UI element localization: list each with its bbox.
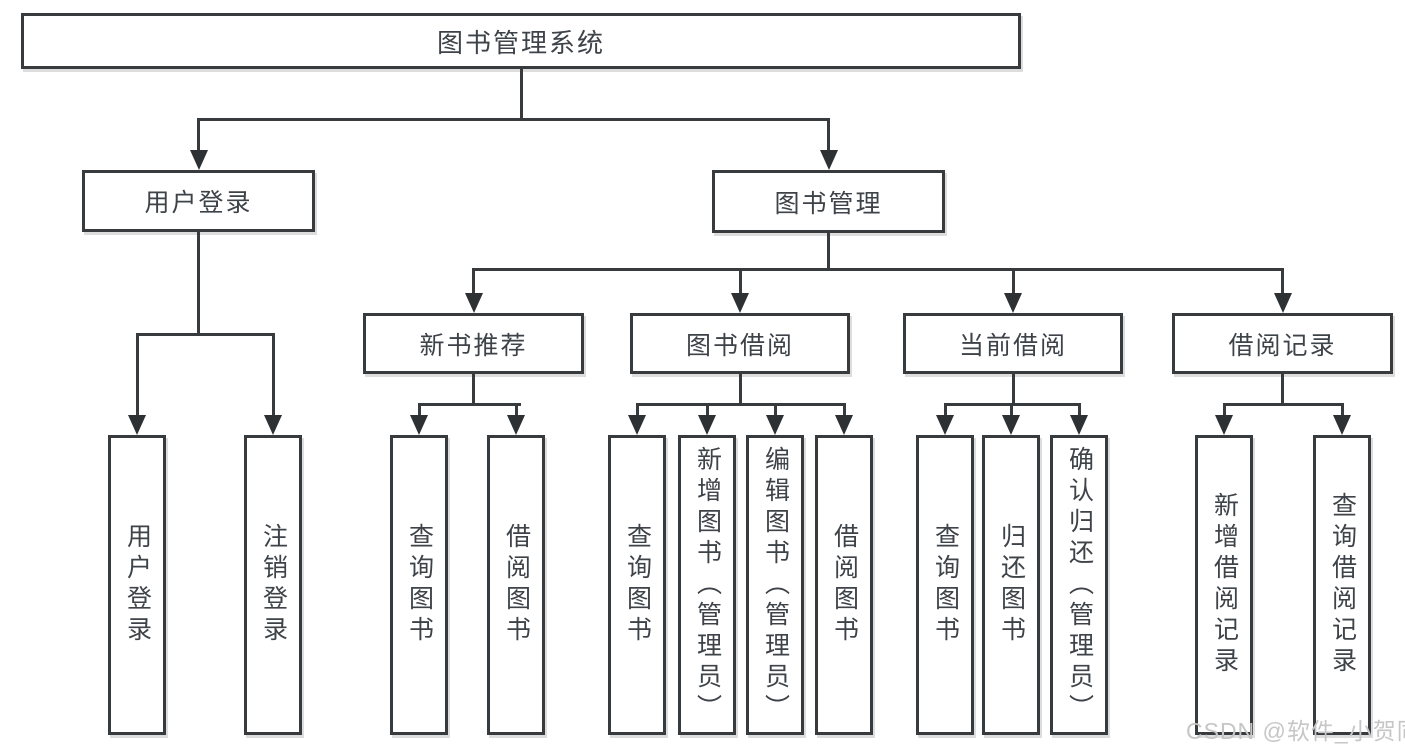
connector-line (635, 403, 846, 406)
connector-line (738, 268, 742, 295)
arrow-down-icon (936, 415, 954, 435)
arrow-down-icon (835, 415, 853, 435)
node-leaf-add-borrow-record: 新增借阅记录 (1195, 435, 1253, 735)
connector-line (1222, 403, 1344, 406)
node-label: 借阅记录 (1228, 331, 1337, 360)
connector-line (1011, 268, 1015, 295)
connector-line (271, 333, 275, 415)
arrow-down-icon (128, 415, 146, 435)
node-label: 注销登录 (259, 523, 288, 647)
arrow-down-icon (1004, 293, 1022, 313)
node-label: 用户登录 (123, 523, 152, 647)
arrow-down-icon (1215, 415, 1233, 435)
connector-line (472, 268, 1284, 271)
arrow-down-icon (264, 415, 282, 435)
node-label: 查询图书 (623, 523, 652, 647)
connector-line (197, 118, 830, 121)
node-label: 查询图书 (405, 523, 434, 647)
node-label: 新书推荐 (419, 331, 528, 360)
connector-line (197, 232, 200, 333)
node-label: 图书管理系统 (436, 27, 605, 58)
node-library-management-system: 图书管理系统 (21, 13, 1021, 69)
node-label: 新增图书（管理员） (693, 445, 722, 725)
node-leaf-query-book-current: 查询图书 (916, 435, 974, 735)
connector-line (1222, 403, 1226, 417)
connector-line (417, 403, 521, 406)
connector-line (842, 403, 846, 417)
node-leaf-borrow-book: 借阅图书 (815, 435, 873, 735)
node-leaf-query-book-recommend: 查询图书 (390, 435, 448, 735)
node-leaf-confirm-return-admin: 确认归还（管理员） (1050, 435, 1108, 735)
node-current-borrowing: 当前借阅 (903, 313, 1123, 374)
connector-line (738, 374, 742, 403)
node-leaf-query-borrow-record: 查询借阅记录 (1313, 435, 1371, 735)
node-label: 查询图书 (931, 523, 960, 647)
connector-line (943, 403, 947, 417)
node-leaf-add-book-admin: 新增图书（管理员） (678, 435, 736, 735)
node-label: 新增借阅记录 (1210, 492, 1239, 678)
node-leaf-query-book-borrowing: 查询图书 (608, 435, 666, 735)
node-new-book-recommend: 新书推荐 (363, 313, 584, 374)
connector-line (773, 403, 777, 417)
connector-line (1077, 403, 1081, 417)
node-label: 编辑图书（管理员） (761, 445, 790, 725)
connector-line (705, 403, 709, 417)
node-label: 用户登录 (144, 189, 253, 217)
arrow-down-icon (1333, 415, 1351, 435)
arrow-down-icon (628, 415, 646, 435)
csdn-watermark: CSDN @软件_小贺同学 (1186, 718, 1405, 744)
connector-line (1281, 268, 1284, 295)
arrow-down-icon (1002, 415, 1020, 435)
arrow-down-icon (464, 293, 483, 313)
connector-line (472, 374, 475, 403)
arrow-down-icon (410, 415, 428, 435)
connector-line (1009, 403, 1013, 417)
node-label: 当前借阅 (958, 331, 1067, 360)
node-leaf-logout: 注销登录 (244, 435, 302, 735)
node-book-management: 图书管理 (712, 170, 945, 233)
connector-line (827, 233, 830, 268)
node-borrowing-records: 借阅记录 (1172, 313, 1393, 374)
node-leaf-user-login: 用户登录 (108, 435, 166, 735)
connector-line (472, 268, 475, 295)
node-label: 查询借阅记录 (1328, 492, 1357, 678)
node-label: 借阅图书 (830, 523, 859, 647)
connector-line (827, 118, 830, 152)
arrow-down-icon (731, 293, 749, 313)
node-leaf-borrow-book-recommend: 借阅图书 (487, 435, 545, 735)
node-label: 归还图书 (997, 523, 1026, 647)
arrow-down-icon (189, 150, 208, 170)
connector-line (197, 118, 200, 152)
connector-line (417, 403, 421, 417)
connector-line (635, 403, 639, 417)
connector-line (514, 403, 518, 417)
arrow-down-icon (507, 415, 525, 435)
node-label: 图书管理 (774, 189, 883, 218)
arrow-down-icon (698, 415, 716, 435)
connector-line (1340, 403, 1344, 417)
connector-line (1281, 374, 1284, 403)
arrow-down-icon (1273, 293, 1292, 313)
connector-line (519, 69, 523, 118)
node-leaf-edit-book-admin: 编辑图书（管理员） (746, 435, 804, 735)
node-leaf-return-book: 归还图书 (982, 435, 1040, 735)
arrow-down-icon (766, 415, 784, 435)
arrow-down-icon (1070, 415, 1088, 435)
node-user-login: 用户登录 (82, 170, 315, 232)
node-book-borrowing: 图书借阅 (630, 313, 850, 374)
node-label: 图书借阅 (685, 331, 794, 360)
node-label: 确认归还（管理员） (1065, 445, 1094, 725)
connector-line (135, 333, 139, 415)
connector-line (135, 333, 275, 336)
connector-line (1011, 374, 1015, 403)
arrow-down-icon (819, 150, 838, 170)
node-label: 借阅图书 (502, 523, 531, 647)
